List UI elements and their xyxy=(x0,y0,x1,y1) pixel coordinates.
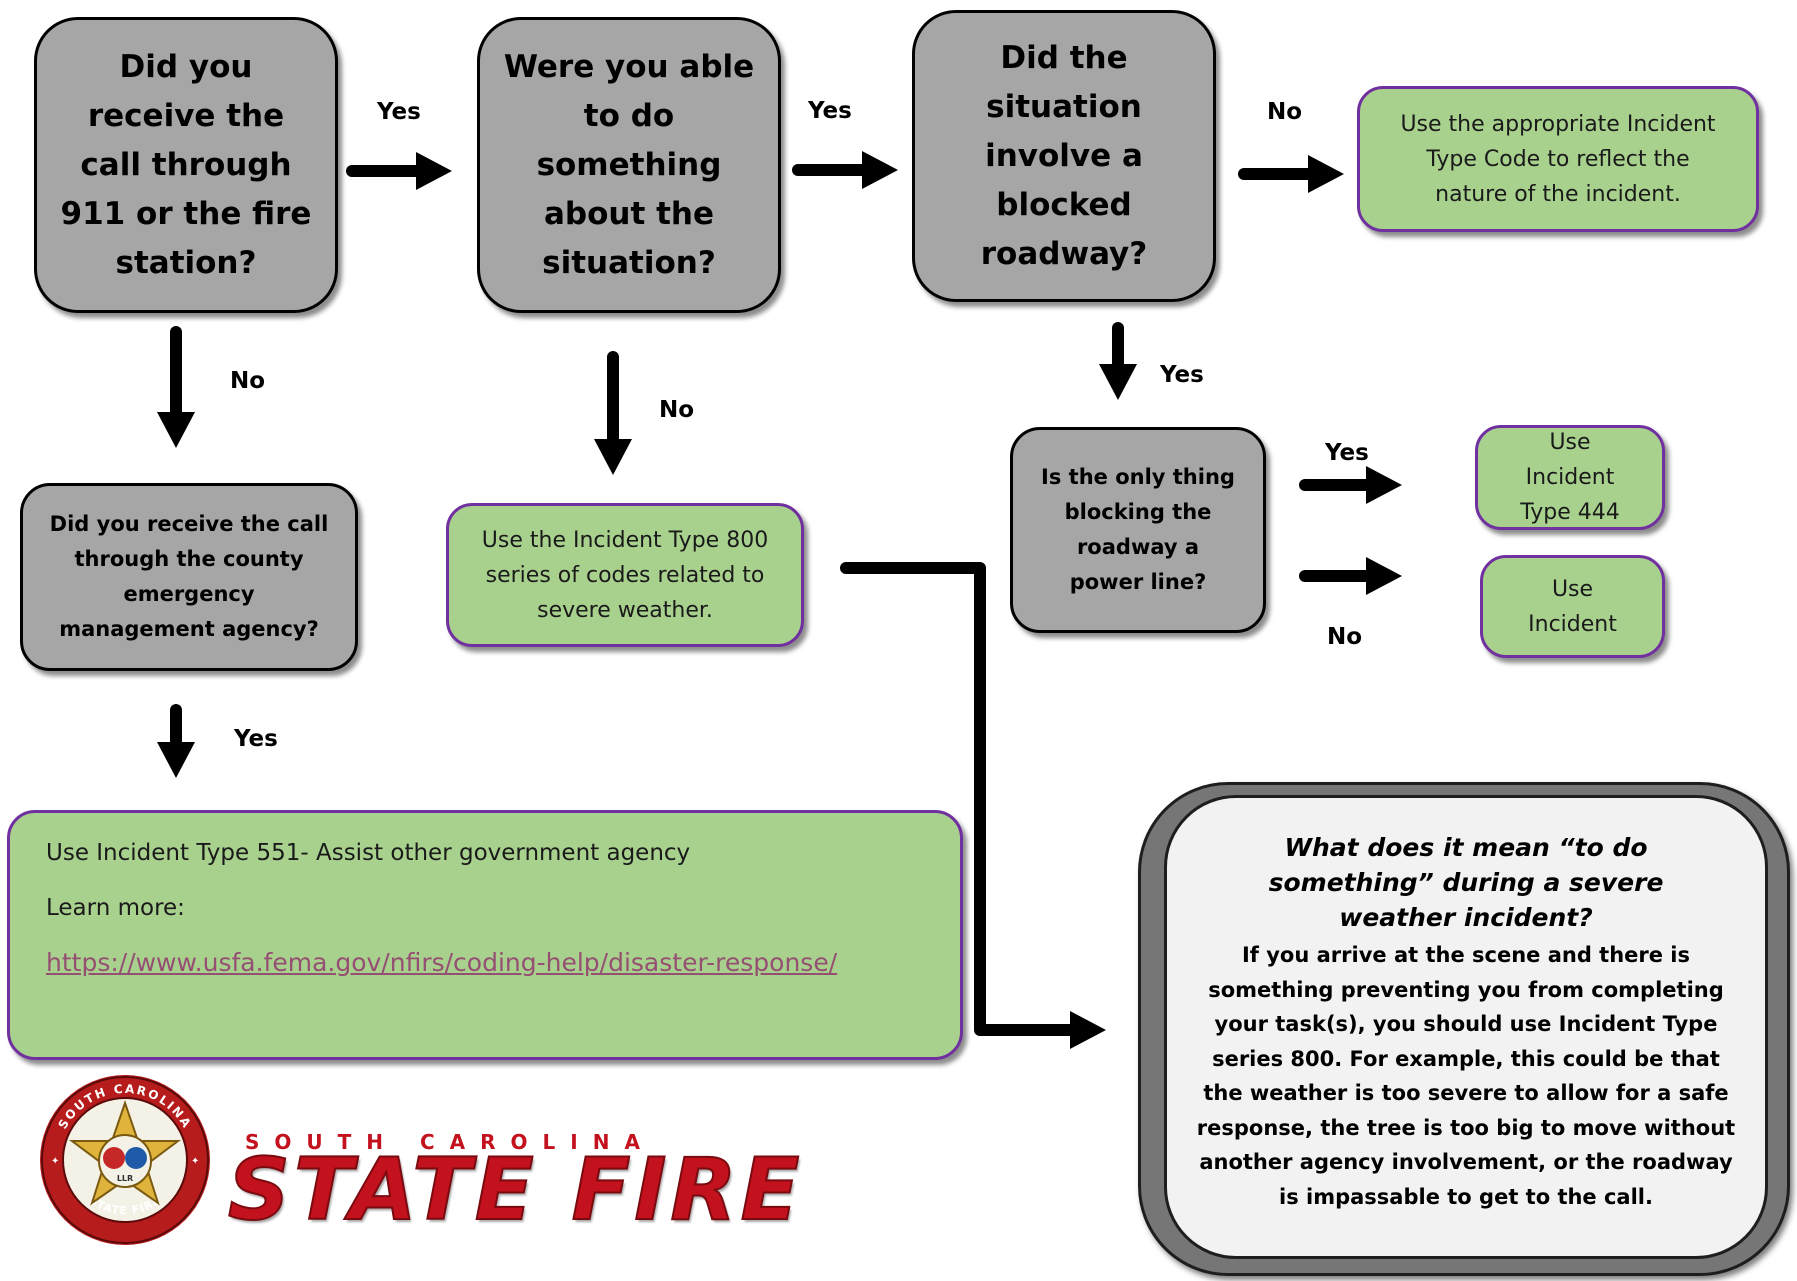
arrow-q2-to-type800 xyxy=(594,351,632,475)
label-q2-no: No xyxy=(659,397,695,423)
answer-type-444: Use Incident Type 444 xyxy=(1475,425,1665,530)
info-title: What does it mean “to do something” duri… xyxy=(1268,833,1664,932)
question-power-line: Is the only thing blocking the roadway a… xyxy=(1010,427,1266,633)
answer-type-551: Use Incident Type 551- Assist other gove… xyxy=(7,810,963,1060)
arrow-q1-to-q2 xyxy=(346,152,452,190)
answer-type-800: Use the Incident Type 800 series of code… xyxy=(446,503,804,647)
palmetto-icon: ✦ xyxy=(191,1156,199,1167)
question-text: Did you receive the call through 911 or … xyxy=(60,48,312,281)
arrow-q1-to-q4 xyxy=(157,326,195,448)
info-body: If you arrive at the scene and there is … xyxy=(1196,943,1736,1209)
question-text: Did the situation involve a blocked road… xyxy=(980,39,1148,272)
label-q3-no: No xyxy=(1267,99,1303,125)
answer-text: Use Incident Type 444 xyxy=(1520,430,1620,525)
arrow-q3-to-q5 xyxy=(1099,322,1137,400)
info-callout: What does it mean “to do something” duri… xyxy=(1164,795,1768,1259)
learn-more-text: Learn more: xyxy=(46,895,185,921)
label-q3-yes: Yes xyxy=(1160,362,1204,388)
arrow-q3-to-appropriate xyxy=(1238,155,1344,193)
disaster-response-link[interactable]: https://www.usfa.fema.gov/nfirs/coding-h… xyxy=(46,948,838,977)
answer-use-incident: Use Incident xyxy=(1480,555,1665,658)
question-text: Did you receive the call through the cou… xyxy=(49,512,329,641)
seal-center-text: LLR xyxy=(117,1174,133,1183)
arrow-q2-to-q3 xyxy=(792,151,898,189)
question-county-ema: Did you receive the call through the cou… xyxy=(20,483,358,671)
answer-text: Use Incident xyxy=(1528,576,1617,637)
question-blocked-roadway: Did the situation involve a blocked road… xyxy=(912,10,1216,302)
label-q1-no: No xyxy=(230,368,266,394)
brand-subtitle: SOUTH CAROLINA xyxy=(245,1130,655,1154)
answer-text: Use Incident Type 551- Assist other gove… xyxy=(46,840,691,866)
label-q5-yes: Yes xyxy=(1325,440,1369,466)
palmetto-icon: ✦ xyxy=(51,1156,59,1167)
label-q4-yes: Yes xyxy=(234,726,278,752)
label-q2-yes: Yes xyxy=(808,98,852,124)
question-able-to-do-something: Were you able to do something about the … xyxy=(477,17,781,313)
brand-title: STATE FIRE xyxy=(227,1139,804,1241)
answer-appropriate-code: Use the appropriate Incident Type Code t… xyxy=(1357,86,1759,232)
answer-text: Use the Incident Type 800 series of code… xyxy=(481,527,769,623)
label-q1-yes: Yes xyxy=(377,99,421,125)
arrow-q5-no xyxy=(1299,557,1402,595)
state-fire-seal-logo: SOUTH CAROLINA STATE FIRE LLR ✦ ✦ xyxy=(40,1075,210,1245)
question-text: Were you able to do something about the … xyxy=(503,48,755,281)
answer-text: Use the appropriate Incident Type Code t… xyxy=(1400,111,1716,207)
question-text: Is the only thing blocking the roadway a… xyxy=(1041,465,1235,594)
arrow-q5-yes xyxy=(1299,466,1402,504)
arrow-type800-to-info xyxy=(840,562,1106,1049)
question-911-fire-station: Did you receive the call through 911 or … xyxy=(34,17,338,313)
label-q5-no: No xyxy=(1327,624,1363,650)
arrow-q4-to-551 xyxy=(157,704,195,778)
